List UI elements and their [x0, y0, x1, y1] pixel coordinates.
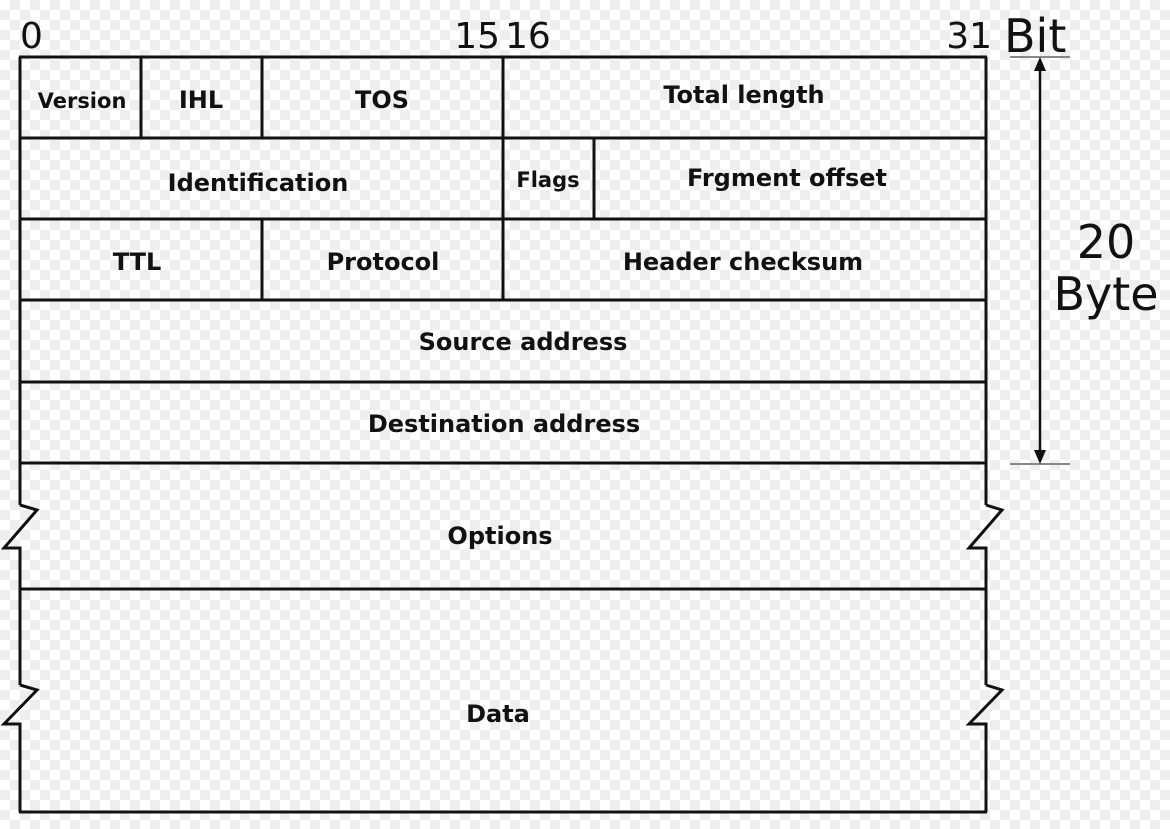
field-fragment-offset: Frgment offset	[687, 164, 887, 192]
bit-unit-label: Bit	[1004, 9, 1066, 63]
size-marker-value: 20	[1077, 215, 1136, 269]
field-labels: Version IHL TOS Total length Identificat…	[38, 81, 887, 728]
bit-label-0: 0	[20, 16, 43, 57]
field-destination-address: Destination address	[368, 410, 640, 438]
field-source-address: Source address	[419, 328, 628, 356]
right-break-mark-options	[965, 503, 1005, 685]
field-version: Version	[38, 89, 127, 113]
field-tos: TOS	[355, 86, 409, 114]
field-header-checksum: Header checksum	[623, 248, 863, 276]
field-flags: Flags	[516, 168, 579, 192]
header-table	[0, 55, 1005, 814]
field-ttl: TTL	[113, 248, 162, 276]
field-total-length: Total length	[663, 81, 824, 109]
bit-label-15: 15	[454, 16, 500, 57]
field-identification: Identification	[168, 169, 349, 197]
bit-label-31: 31	[946, 16, 992, 57]
right-break-mark-data	[965, 683, 1005, 812]
left-break-mark-options	[0, 503, 40, 685]
arrow-up-icon	[1034, 57, 1046, 71]
field-protocol: Protocol	[327, 248, 440, 276]
arrow-down-icon	[1034, 450, 1046, 464]
left-break-mark-data	[0, 683, 40, 812]
size-marker: 20 Byte	[1010, 56, 1159, 465]
size-marker-unit: Byte	[1053, 267, 1158, 321]
field-ihl: IHL	[179, 86, 223, 114]
field-data: Data	[466, 700, 530, 728]
field-options: Options	[447, 522, 552, 550]
bit-label-16: 16	[505, 16, 551, 57]
